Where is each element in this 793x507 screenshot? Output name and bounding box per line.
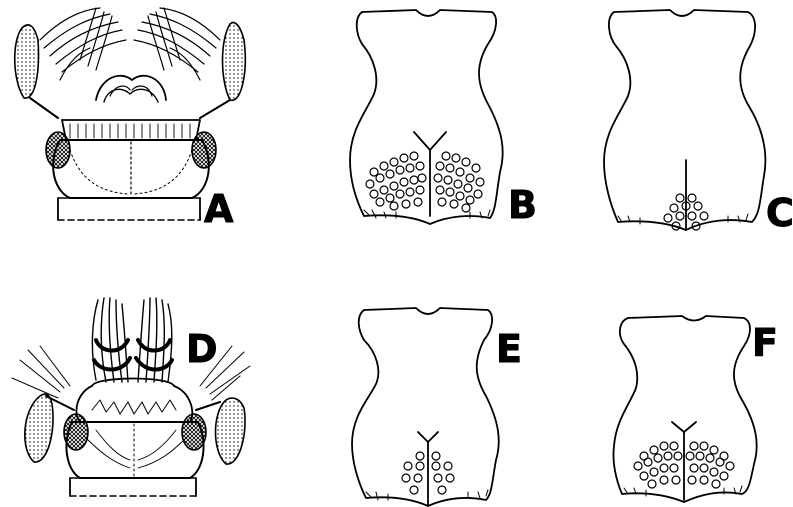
panel-d-eye-left	[64, 414, 88, 450]
panel-f	[613, 316, 756, 502]
panel-f-plate-outline	[613, 316, 756, 502]
panel-e-plate-outline	[352, 308, 499, 506]
panel-label-f: F	[752, 321, 778, 365]
panel-a-antenna-left	[15, 25, 39, 98]
panel-e	[352, 308, 499, 506]
panel-b-spots	[366, 152, 484, 212]
panel-c-plate-outline	[604, 10, 765, 230]
panel-d-antenna-left	[25, 394, 53, 462]
panel-c	[604, 10, 765, 230]
panel-label-e: E	[496, 327, 522, 371]
panel-label-c: C	[766, 191, 793, 235]
panel-a-antenna-right	[223, 23, 246, 101]
panel-label-d: D	[186, 327, 218, 371]
panel-label-b: B	[508, 183, 537, 227]
panel-b	[350, 10, 503, 224]
panel-b-plate-outline	[350, 10, 503, 224]
panel-d-antenna-right	[216, 398, 246, 464]
panel-a-hair-tufts	[40, 8, 220, 80]
panel-a-eye-right	[192, 132, 216, 168]
panel-d-eye-right	[182, 414, 206, 450]
panel-a-eye-left	[46, 132, 70, 168]
panel-label-a: A	[204, 187, 234, 231]
